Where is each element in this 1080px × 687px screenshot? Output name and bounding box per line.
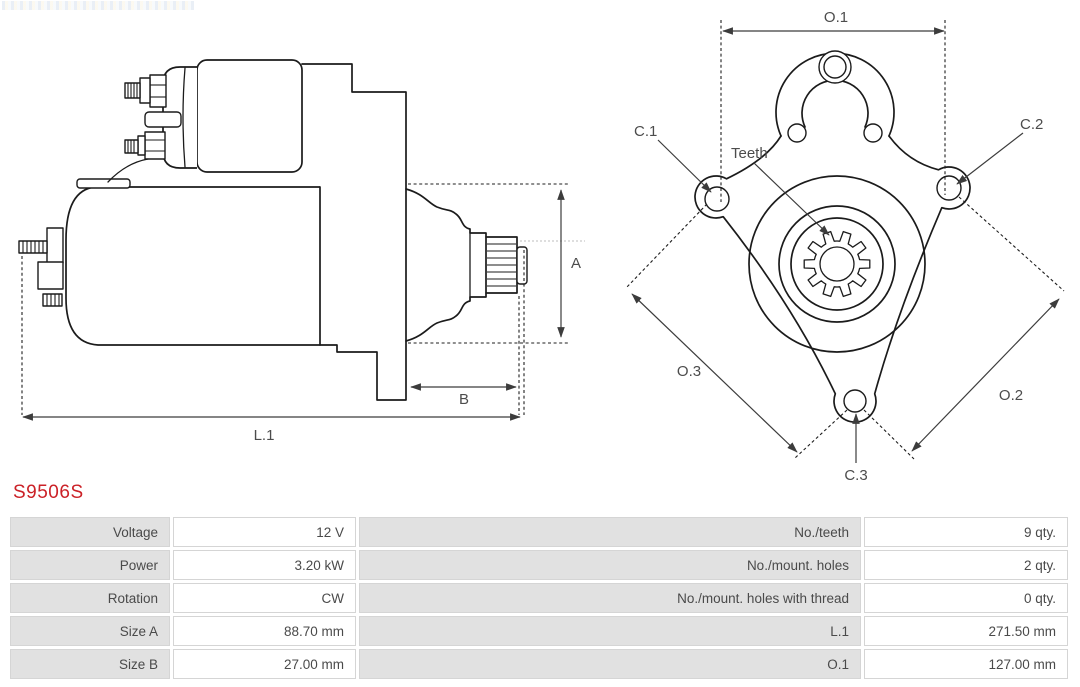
dim-line-o3 <box>631 293 798 453</box>
terminal-stud-upper <box>124 82 141 99</box>
body-stud <box>18 240 48 254</box>
teeth-label: Teeth <box>731 145 768 162</box>
motor-body <box>65 186 337 346</box>
spec-value: 0 qty. <box>864 583 1068 613</box>
spec-value: 88.70 mm <box>173 616 356 646</box>
dim-label-o3: O.3 <box>677 363 701 380</box>
spec-value: 9 qty. <box>864 517 1068 547</box>
side-view-drawing: A B L.1 <box>18 59 585 444</box>
spec-label: Rotation <box>10 583 170 613</box>
spec-value: 3.20 kW <box>173 550 356 580</box>
mounting-flange <box>694 135 971 423</box>
bell-housing-top <box>405 188 487 238</box>
solenoid-body <box>196 59 303 173</box>
leader-c2 <box>956 132 1024 185</box>
terminal-wire <box>107 158 149 183</box>
gear-teeth <box>803 230 871 298</box>
solenoid-tab <box>144 111 182 128</box>
boss-ring-outer <box>748 175 926 353</box>
spec-value: 12 V <box>173 517 356 547</box>
hole-label-c1: C.1 <box>634 123 657 140</box>
body-lip <box>76 178 131 189</box>
spec-label: Power <box>10 550 170 580</box>
spec-value: 127.00 mm <box>864 649 1068 679</box>
spec-label: No./teeth <box>359 517 861 547</box>
dim-label-a: A <box>571 255 581 272</box>
spec-label: Size B <box>10 649 170 679</box>
hole-label-c2: C.2 <box>1020 116 1043 133</box>
boss-ring-mid <box>778 205 896 323</box>
watermark-logo <box>2 1 194 10</box>
gear-bore <box>819 246 855 282</box>
technical-drawing: A B L.1 O.1 C.1 <box>18 9 1065 480</box>
crown-arch-inner <box>801 79 869 128</box>
dim-label-b: B <box>459 391 469 408</box>
stud-threads <box>22 241 44 253</box>
dim-label-o2: O.2 <box>999 387 1023 404</box>
front-view-drawing: O.1 C.1 C.2 C.3 Teeth O.3 O.2 <box>625 9 1065 480</box>
spec-label: L.1 <box>359 616 861 646</box>
pinion-nose <box>516 246 528 285</box>
bell-housing-bottom <box>405 292 487 342</box>
leader-teeth <box>753 162 830 236</box>
boss-ring-inner <box>790 217 884 311</box>
drive-bracket <box>301 63 407 401</box>
crown-right-hole <box>863 123 883 143</box>
spec-label: O.1 <box>359 649 861 679</box>
body-stud-lower <box>42 293 63 307</box>
crown-top-hole <box>823 55 847 79</box>
dim-label-o1: O.1 <box>824 9 848 26</box>
spec-value: 27.00 mm <box>173 649 356 679</box>
spec-value: 2 qty. <box>864 550 1068 580</box>
spec-label: Voltage <box>10 517 170 547</box>
hole-c2 <box>936 175 962 201</box>
hole-label-c3: C.3 <box>844 467 867 480</box>
hole-c3 <box>843 389 867 413</box>
spec-value: 271.50 mm <box>864 616 1068 646</box>
leader-c1 <box>657 139 712 193</box>
spec-label: No./mount. holes with thread <box>359 583 861 613</box>
spec-label: Size A <box>10 616 170 646</box>
terminal-nut-lower <box>144 131 166 160</box>
part-number: S9506S <box>13 482 84 503</box>
dim-label-l1: L.1 <box>254 427 275 444</box>
dim-line-o2 <box>911 298 1060 452</box>
pinion-splines <box>487 243 516 287</box>
crown-left-hole <box>787 123 807 143</box>
spec-value: CW <box>173 583 356 613</box>
hole-c1 <box>704 186 730 212</box>
body-terminal-block <box>46 227 64 264</box>
terminal-nut-upper <box>149 74 167 108</box>
spec-label: No./mount. holes <box>359 550 861 580</box>
spec-table: Voltage 12 V No./teeth 9 qty. Power 3.20… <box>10 517 1068 679</box>
